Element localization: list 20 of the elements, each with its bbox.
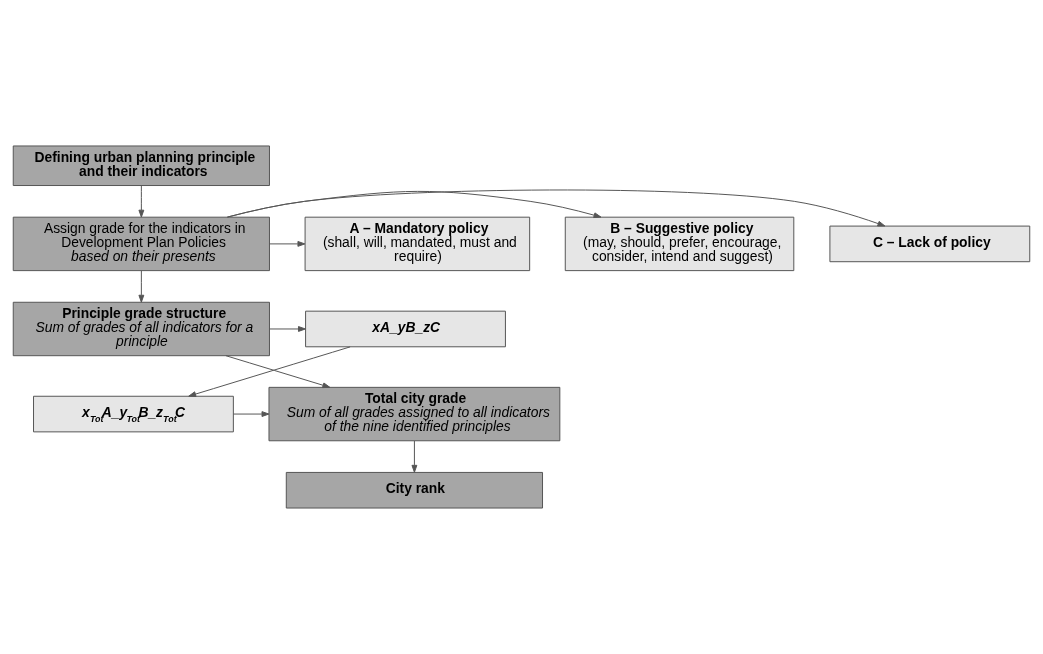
arrow [138, 185, 145, 218]
node-box: x$_{Tot}$A_y$_{Tot}$B_z$_{Tot}$C [33, 395, 234, 433]
node-box: B – Suggestive policy (may, should, prefer, encourage, consider, intend and suggest) [564, 216, 795, 272]
node-box: Principle grade structure Sum of grades of all indicators for a principle [12, 301, 270, 357]
arrow [225, 355, 331, 389]
arrow [411, 440, 418, 473]
node-box: Defining urban planning principle and their indicators [12, 145, 270, 187]
arrow [269, 240, 306, 247]
node-box: Total city grade Sum of all grades assigned to all indicators of the nine identified principles [268, 386, 561, 442]
arrow [226, 190, 602, 219]
node-box: Assign grade for the indicators in Development Plan Policies based on their presents [12, 216, 270, 272]
node-box: C – Lack of policy [829, 225, 1031, 263]
arrow [233, 411, 270, 417]
arrow [138, 270, 145, 303]
arrow [269, 326, 306, 332]
arrow [188, 346, 351, 397]
arrow [226, 189, 886, 227]
node-box: A – Mandatory policy (shall, will, mandated, must and require) [304, 216, 531, 272]
node-box: City rank [285, 471, 543, 509]
node-box: xA_yB_zC [305, 310, 506, 348]
